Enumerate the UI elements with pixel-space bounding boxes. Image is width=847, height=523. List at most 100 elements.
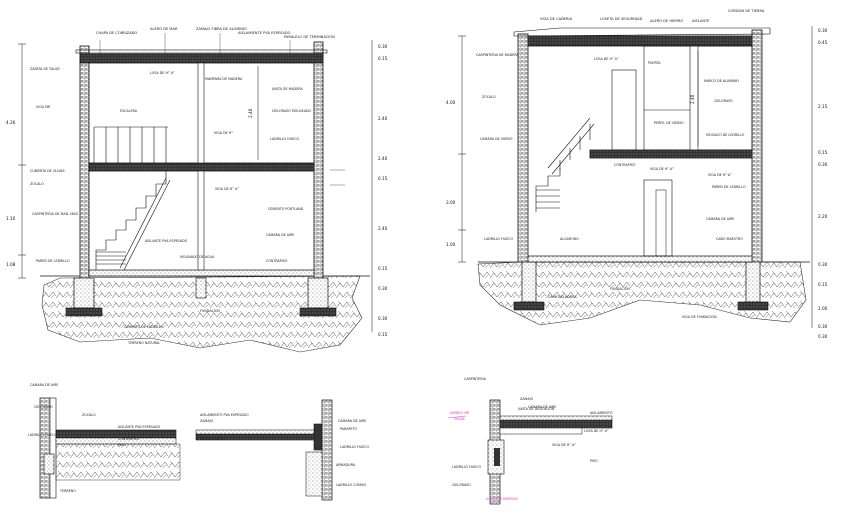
left-right-label: CONTRAPISO [266,259,288,263]
detail-3-label: VIGA DE H° A° [552,443,576,447]
right-roof-slab [527,35,753,47]
detail-3-label: LADRILLO HUECO [452,465,481,469]
left-right-dim: 0.30 [378,44,388,49]
left-right-label: JUNTA DE MADERA [271,87,303,91]
right-right-dim: 0.15 [818,282,828,287]
detail-2-label: PARAPETO [340,427,358,431]
right-wall-east [751,29,763,263]
left-right-label: CAMARA DE AIRE [266,233,294,237]
detail-1-label: CIELORASO [34,405,53,409]
left-bottom-label: FUNDACION [200,309,220,313]
left-side-label: ZAPATA DE TALUD [30,67,60,71]
right-right-dim: 0.45 [818,40,828,45]
detail-3-highlight-sub: CM/A6 [454,417,465,421]
detail-3-highlight-label: JAMBRO MR [449,411,470,415]
left-right-dim: 0.15 [378,176,388,181]
right-section: 2.40 [458,26,813,328]
detail-1-label: CAMARA DE AIRE [30,383,58,387]
right-top-label: CORDON DE TIERRA [728,9,765,13]
left-right-dim: 0.15 [378,56,388,61]
right-dim: 1.00 [446,242,456,247]
left-mid-label: AISLANTE PVA ESPESADO [145,239,188,243]
right-mid-label: VIGA DE H° A° [650,167,674,171]
svg-text:2.40: 2.40 [248,108,253,118]
right-right-label: MARCO DE ALUMINIO [704,79,739,83]
right-top-label: ALERO DE HIERRO [650,19,683,23]
detail-3-label: CARPINTERIA [464,377,487,381]
detail-3-label: CIELORASO [452,483,471,487]
left-side-label: CUBIERTA DE OLIVAS [30,169,65,173]
left-mid-label: VIGA DE H° A° [215,187,239,191]
detail-3-label: ZAMAJO [520,397,534,401]
left-mid-label: MAMPARA DE MADERA [205,77,243,81]
left-mid-label: LOSA DE H° A° [150,71,175,75]
left-side-label: PARED DE LEDRILLO [36,259,70,263]
detail-3-label: LOSA DE H° A° [584,429,609,433]
left-right-dim: 2.40 [378,226,388,231]
detail-3-label: PISO [590,459,598,463]
right-top-label: AISLANTE [692,19,710,23]
right-right-label: MOSAICO DE LEDRILLO [706,133,745,137]
right-mid-label: CONTRAPISO [614,163,636,167]
right-right-dim: 0.30 [818,28,828,33]
right-right-dim: 0.30 [818,162,828,167]
right-inner-dim: 2.40 [690,94,695,104]
right-side-label: CARPINTERIA DE MADERA [476,53,519,57]
left-dim: 1.08 [6,262,16,267]
detail-2-label: CAMARA DE AIRE [338,419,366,423]
right-right-dim: 2.15 [818,104,828,109]
left-side-label: CARPINTERIA DE MAD. MAD [32,212,78,216]
right-right-dim: 0.30 [818,324,828,329]
left-roof-slab [79,53,324,64]
right-side-label: LADRILLO HUECO [484,237,513,241]
left-mid-label: MOLINADO DE AGUA [180,255,215,259]
right-top-label: VIGA DE CAÑERIA [540,16,573,21]
right-right-dim: 1.00 [818,306,828,311]
detail-3-label: JUNTA DE DILATACION [517,407,555,411]
left-top-label: ALERO DE MAR [150,27,178,31]
detail-1-wall-footing [39,397,181,499]
detail-1-label: ZOCALO [82,413,96,417]
detail-2-roof-edge [195,399,333,501]
detail-3-label: AISLAMIENTO [590,411,613,415]
left-right-label: LADRILLO HUECO [270,137,299,141]
detail-2-label: LOSA DE H° A° [200,437,225,441]
left-mid-label: VIGA DE H° [214,131,233,135]
right-mid-label: PERFIL DE VIDRIO [654,121,684,125]
detail-3-label: CAMARA DE AIRE [528,405,556,409]
right-right-label: CIELORASO [714,99,733,103]
right-mid-label: ALGAROBO [560,237,579,241]
right-top-label: LOSETA DE SEGURIDAD [600,17,643,21]
left-right-label: CIELORASO MOLDEADO [272,109,312,113]
detail-1-label: PISO [118,443,126,447]
right-right-label: PARED DE LEDRILLO [712,185,746,189]
left-dim: 4.26 [6,120,16,125]
right-bottom-label: CAPA AISLADORA [548,295,577,299]
left-mid-slab [88,162,315,172]
right-right-dim: 0.30 [818,334,828,339]
left-right-dim: 0.30 [378,286,388,291]
detail-1-label: AISLANTE PVA ESPESADO [118,425,161,429]
left-terrain-hatch [41,275,363,353]
left-wall-west [79,45,90,279]
left-wall-east [313,41,324,279]
detail-1-label: TERRENO [59,489,76,493]
right-right-dim: 2.20 [818,214,828,219]
left-mid-label: ESCALERA [120,109,138,113]
left-section: 2.40 [18,33,373,353]
left-side-label: VIGA MR [36,105,51,109]
left-top-label: CHAPA DE COBRIZADO [96,31,137,35]
right-bottom-label: VIGA DE FUNDACION [682,315,717,319]
left-right-dim: 0.15 [378,332,388,337]
detail-1-label: LADRILLO HUECO [28,433,57,437]
right-right-label: CAMARA DE AIRE [706,217,734,221]
detail-1-label: CONTRAPISO [118,437,140,441]
detail-2-label: LADRILLO COMUN [336,483,366,487]
detail-2-label: LADRILLO HUECO [340,445,369,449]
left-top-label: PARALELO DE TERMINACION [284,35,335,39]
left-bottom-label: CIMIENTO DE LADRILLO [124,325,163,329]
left-top-label: AISLAMIENTE PVA ESPESADO [238,31,291,35]
